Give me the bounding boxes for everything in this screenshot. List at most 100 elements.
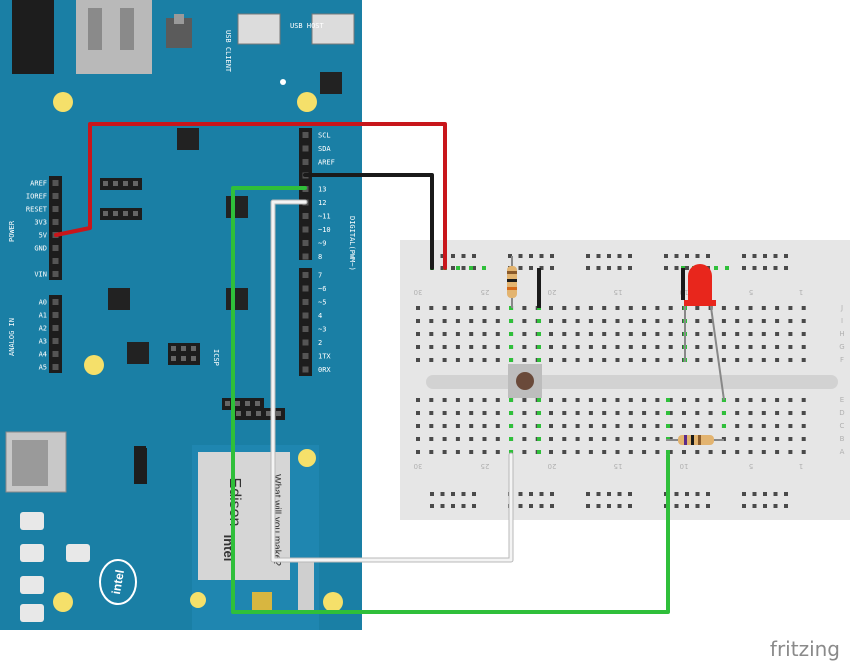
rail-hole: [664, 266, 668, 270]
breadboard-hole: [549, 411, 553, 415]
breadboard-hole: [416, 424, 420, 428]
breadboard-hole: [708, 424, 713, 428]
rail-hole: [451, 254, 455, 258]
switch-knob: [174, 14, 184, 24]
breadboard-hole: [549, 450, 553, 454]
breadboard-hole: [655, 450, 660, 454]
breadboard-hole: [655, 319, 660, 323]
breadboard-hole: [575, 411, 580, 415]
breadboard-hole: [602, 437, 607, 441]
resistor-band: [507, 279, 517, 282]
header-pin: [113, 181, 118, 186]
breadboard-hole: [788, 306, 793, 310]
rail-hole: [596, 492, 601, 496]
row-letter: F: [840, 356, 844, 364]
connected-hole: [509, 358, 513, 362]
breadboard-hole: [575, 306, 580, 310]
breadboard-hole: [615, 358, 620, 362]
resistor-band: [698, 435, 701, 445]
board-button: [20, 576, 44, 594]
breadboard-hole: [482, 450, 487, 454]
ic-chip: [226, 196, 248, 218]
rail-hole: [529, 266, 533, 270]
rail-hole: [628, 504, 632, 508]
rail-hole: [430, 504, 434, 508]
intel-logo: intel: [109, 569, 127, 596]
connected-hole: [509, 398, 513, 402]
breadboard-hole: [668, 411, 673, 415]
rail-hole: [472, 504, 476, 508]
pin-label: RESET: [26, 206, 48, 214]
header-pin: [302, 226, 309, 233]
breadboard-hole: [615, 424, 620, 428]
rail-hole: [752, 492, 757, 496]
header-pin: [235, 401, 240, 406]
small-header: [134, 448, 147, 484]
rail-hole: [773, 266, 778, 270]
header-pin: [52, 180, 59, 186]
column-number: 20: [548, 288, 557, 296]
breadboard-hole: [562, 411, 567, 415]
rail-hole: [617, 254, 622, 258]
rail-hole: [763, 504, 767, 508]
breadboard-hole: [708, 358, 713, 362]
breadboard-hole: [628, 398, 633, 402]
breadboard-hole: [562, 319, 567, 323]
pin-label: GND: [34, 245, 47, 253]
rail-hole: [596, 504, 601, 508]
header-pin: [133, 181, 138, 186]
resistor-band: [691, 435, 694, 445]
breadboard-hole: [748, 411, 753, 415]
rail-hole: [674, 492, 679, 496]
breadboard-hole: [735, 450, 740, 454]
pin-label: A5: [39, 364, 47, 372]
breadboard-hole: [735, 437, 740, 441]
breadboard-hole: [416, 450, 420, 454]
breadboard-hole: [788, 398, 793, 402]
breadboard-hole: [735, 411, 740, 415]
header-pin: [181, 346, 186, 351]
rail-hole: [664, 254, 668, 258]
led-rim: [684, 300, 716, 306]
breadboard-hole: [495, 398, 500, 402]
connected-hole: [509, 437, 513, 441]
breadboard-hole: [469, 437, 474, 441]
mounting-hole: [190, 592, 206, 608]
breadboard: 303025252020151510105511JIHGFEDCBA: [400, 240, 850, 520]
header-pin: [302, 366, 309, 373]
rail-hole: [706, 504, 710, 508]
wire-green-pin13: [231, 186, 670, 614]
pin-label: ~10: [318, 226, 331, 234]
rail-hole: [773, 492, 778, 496]
pin-label: 7: [318, 272, 322, 280]
rail-hole: [763, 266, 767, 270]
led-lead: [709, 299, 725, 401]
breadboard-hole: [642, 306, 647, 310]
components: [507, 256, 725, 445]
breadboard-hole: [455, 358, 460, 362]
breadboard-hole: [416, 332, 420, 336]
breadboard-hole: [801, 319, 806, 323]
breadboard-hole: [562, 424, 567, 428]
breadboard-hole: [602, 319, 607, 323]
header-pin: [302, 299, 309, 305]
breadboard-hole: [588, 437, 593, 441]
breadboard-hole: [442, 345, 447, 349]
rail-hole: [550, 254, 554, 258]
breadboard-hole: [788, 437, 793, 441]
breadboard-hole: [761, 345, 766, 349]
breadboard-hole: [761, 306, 766, 310]
board-button: [66, 544, 90, 562]
wire-black-gnd: [303, 173, 434, 270]
breadboard-hole: [708, 411, 713, 415]
pin-label: 13: [318, 186, 326, 194]
breadboard-hole: [549, 306, 553, 310]
breadboard-hole: [549, 424, 553, 428]
breadboard-hole: [655, 345, 660, 349]
breadboard-hole: [429, 398, 434, 402]
wires: [54, 122, 670, 614]
breadboard-hole: [801, 437, 806, 441]
connected-hole: [537, 450, 541, 454]
mounting-hole: [297, 92, 317, 112]
pin-label: 2: [318, 339, 322, 347]
